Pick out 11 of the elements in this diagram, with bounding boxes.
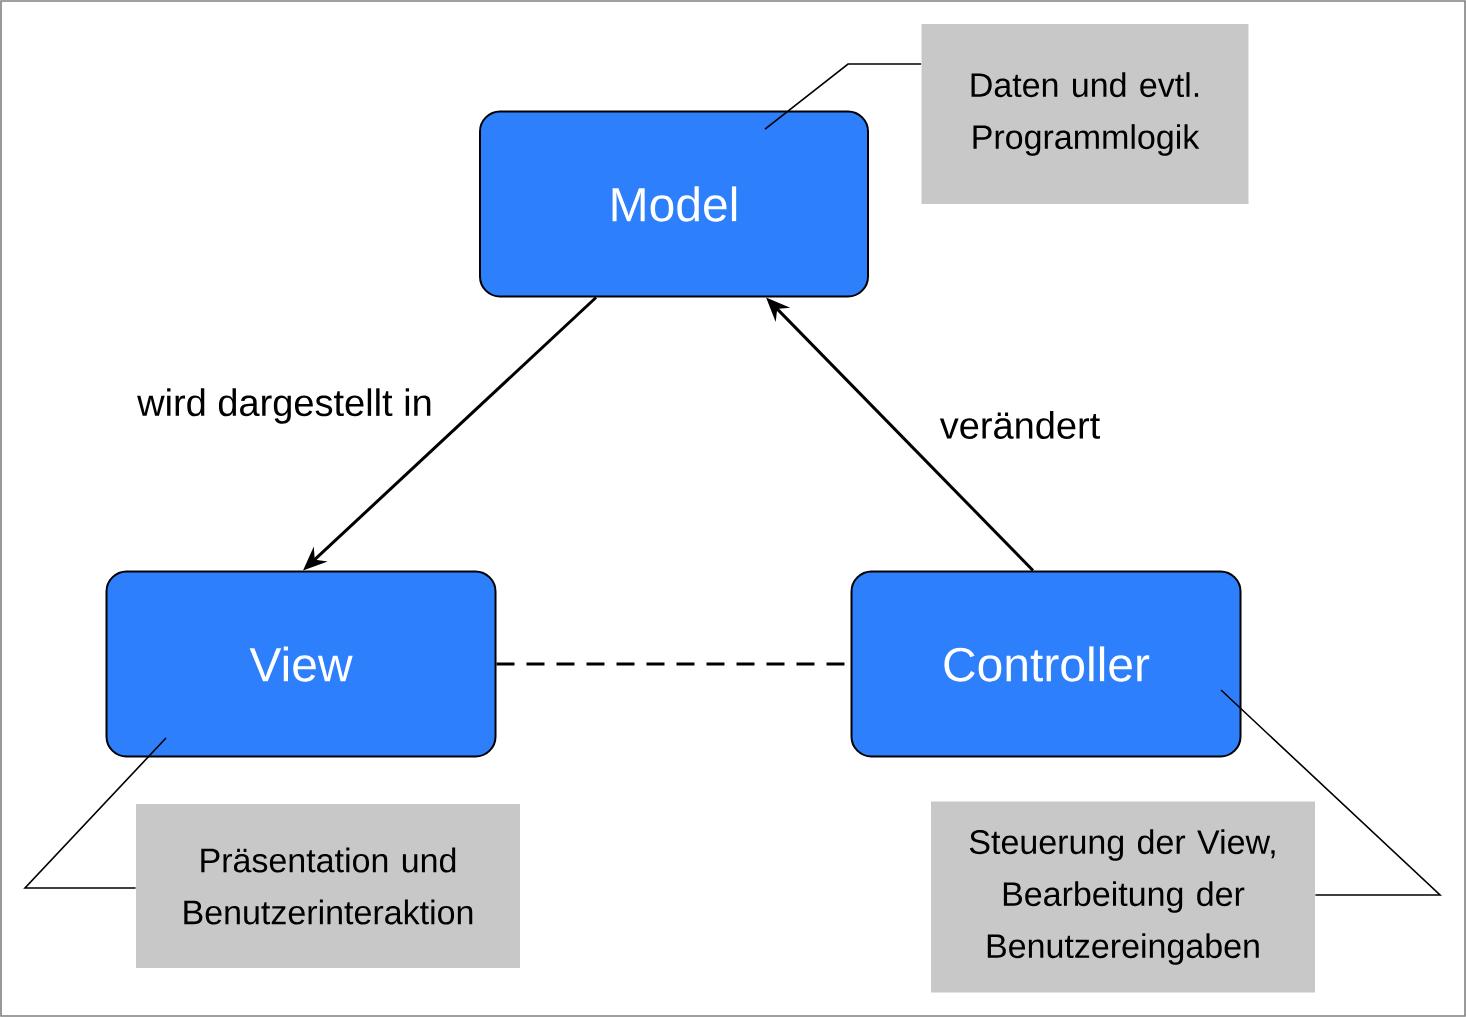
component-box: Controller bbox=[850, 570, 1242, 758]
component-box: Model bbox=[479, 110, 869, 298]
note-box: Daten und evtl. Programmlogik bbox=[921, 24, 1249, 204]
note-box: Präsentation und Benutzerinteraktion bbox=[136, 804, 520, 968]
note-box: Steuerung der View, Bearbeitung der Benutzereingaben bbox=[931, 801, 1315, 993]
leader-line bbox=[764, 63, 922, 130]
leader-line bbox=[1220, 689, 1443, 896]
component-box: View bbox=[105, 570, 497, 758]
edge-label: wird dargestellt in bbox=[133, 384, 437, 428]
edge-label: verändert bbox=[935, 407, 1105, 443]
leader-line bbox=[23, 737, 167, 889]
